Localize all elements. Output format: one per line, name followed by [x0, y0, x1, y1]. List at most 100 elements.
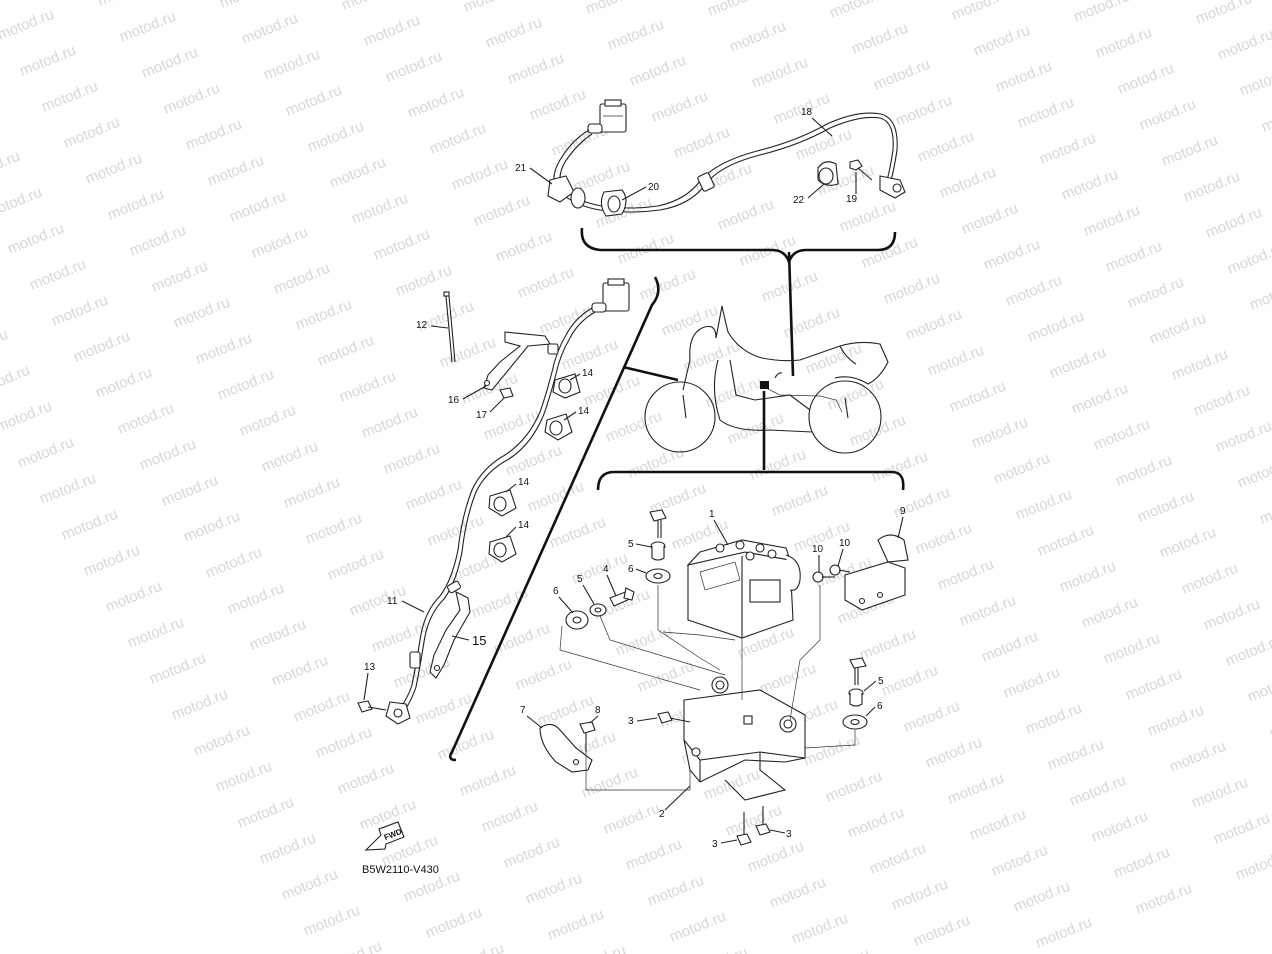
bolt-8	[579, 721, 596, 752]
callout-13: 13	[364, 662, 376, 673]
bolt-10-a	[812, 571, 835, 583]
watermark-text: motod.ru	[271, 260, 332, 298]
watermark-text: motod.ru	[361, 12, 422, 50]
watermark-text: motod.ru	[967, 806, 1028, 844]
watermark-text: motod.ru	[1181, 168, 1242, 206]
watermark-text: motod.ru	[801, 732, 862, 770]
watermark-text: motod.ru	[889, 876, 950, 914]
watermark-text: motod.ru	[281, 474, 342, 512]
watermark-text: motod.ru	[1215, 26, 1272, 64]
clamp-20	[600, 189, 627, 217]
watermark-text: motod.ru	[947, 378, 1008, 416]
watermark-text: motod.ru	[191, 722, 252, 760]
watermark-text: motod.ru	[349, 190, 410, 228]
watermark-text: motod.ru	[945, 770, 1006, 808]
bolt-3-a	[657, 711, 691, 724]
watermark-text: motod.ru	[183, 116, 244, 154]
watermark-text: motod.ru	[523, 870, 584, 908]
watermark-text: motod.ru	[493, 228, 554, 266]
watermark-text: motod.ru	[1159, 132, 1220, 170]
watermark-text: motod.ru	[1235, 454, 1272, 492]
watermark-text: motod.ru	[425, 512, 486, 550]
front-sensor-group	[357, 276, 660, 762]
watermark-text: motod.ru	[435, 726, 496, 764]
watermark-text: motod.ru	[323, 938, 384, 954]
watermark-text: motod.ru	[603, 408, 664, 446]
watermark-text: motod.ru	[139, 44, 200, 82]
callout-4: 4	[603, 564, 609, 575]
callout-9: 9	[900, 506, 906, 517]
watermark-text: motod.ru	[103, 578, 164, 616]
abs-hydraulic-unit	[686, 539, 801, 639]
watermark-text: motod.ru	[1079, 594, 1140, 632]
callout-11: 11	[387, 596, 398, 607]
watermark-text: motod.ru	[583, 0, 644, 18]
watermark-text: motod.ru	[247, 616, 308, 654]
watermark-text: motod.ru	[881, 270, 942, 308]
watermark-text: motod.ru	[1259, 98, 1272, 136]
bracket-7	[539, 723, 593, 773]
callout-6-c: 6	[877, 701, 883, 712]
watermark-text: motod.ru	[93, 364, 154, 402]
watermark-text: motod.ru	[971, 22, 1032, 60]
watermark-text: motod.ru	[1093, 24, 1154, 62]
watermark-text: motod.ru	[1069, 380, 1130, 418]
bracket-9	[844, 534, 909, 611]
watermark-text: motod.ru	[1257, 490, 1272, 528]
watermark-text: motod.ru	[1045, 736, 1106, 774]
watermark-text: motod.ru	[725, 410, 786, 448]
watermark-text: motod.ru	[715, 196, 776, 234]
watermark-text: motod.ru	[1167, 738, 1228, 776]
watermark-text: motod.ru	[623, 836, 684, 874]
watermark-text: motod.ru	[291, 688, 352, 726]
watermark-text: motod.ru	[1089, 808, 1150, 846]
callout-17: 17	[476, 410, 488, 421]
watermark-text: motod.ru	[225, 580, 286, 618]
watermark-text: motod.ru	[747, 446, 808, 484]
watermark-text: motod.ru	[1147, 310, 1208, 348]
watermark-text: motod.ru	[1179, 560, 1240, 598]
watermark-text: motod.ru	[117, 8, 178, 46]
watermark-text: motod.ru	[825, 376, 886, 414]
watermark-text: motod.ru	[1033, 914, 1094, 952]
watermark-text: motod.ru	[147, 650, 208, 688]
callout-5-b: 5	[577, 574, 583, 585]
watermark-text: motod.ru	[71, 328, 132, 366]
watermark-text: motod.ru	[15, 434, 76, 472]
watermark-text: motod.ru	[671, 124, 732, 162]
watermark-text: motod.ru	[915, 128, 976, 166]
collar-5-c	[848, 688, 864, 707]
watermark-text: motod.ru	[1145, 702, 1206, 740]
watermark-text: motod.ru	[959, 200, 1020, 238]
watermark-text: motod.ru	[903, 306, 964, 344]
watermark-text: motod.ru	[767, 874, 828, 912]
sensor-connector-top	[587, 99, 627, 134]
watermark-text: motod.ru	[1013, 486, 1074, 524]
watermark-text: motod.ru	[827, 0, 888, 22]
watermark-text: motod.ru	[257, 830, 318, 868]
watermark-text: motod.ru	[0, 6, 56, 44]
watermark-text: motod.ru	[1101, 630, 1162, 668]
watermark-text: motod.ru	[81, 542, 142, 580]
fwd-arrow-icon: FWD	[364, 821, 405, 851]
watermark-text: motod.ru	[0, 148, 22, 186]
watermark-text: motod.ru	[1015, 94, 1076, 132]
watermark-text: motod.ru	[457, 762, 518, 800]
watermark-text: motod.ru	[613, 622, 674, 660]
watermark-text: motod.ru	[503, 442, 564, 480]
callout-18: 18	[801, 107, 813, 118]
watermark-text: motod.ru	[491, 620, 552, 658]
watermark-text: motod.ru	[845, 804, 906, 842]
clamp-22	[817, 161, 839, 186]
watermark-text: motod.ru	[83, 150, 144, 188]
watermark-text: motod.ru	[313, 724, 374, 762]
callout-2: 2	[659, 809, 665, 820]
watermark-text: motod.ru	[1157, 524, 1218, 562]
watermark-text: motod.ru	[705, 0, 766, 20]
watermark-text: motod.ru	[1225, 240, 1272, 278]
callout-16: 16	[448, 395, 460, 406]
watermark-text: motod.ru	[1203, 204, 1264, 242]
watermark-text: motod.ru	[1189, 774, 1250, 812]
callout-3-a: 3	[628, 716, 634, 727]
